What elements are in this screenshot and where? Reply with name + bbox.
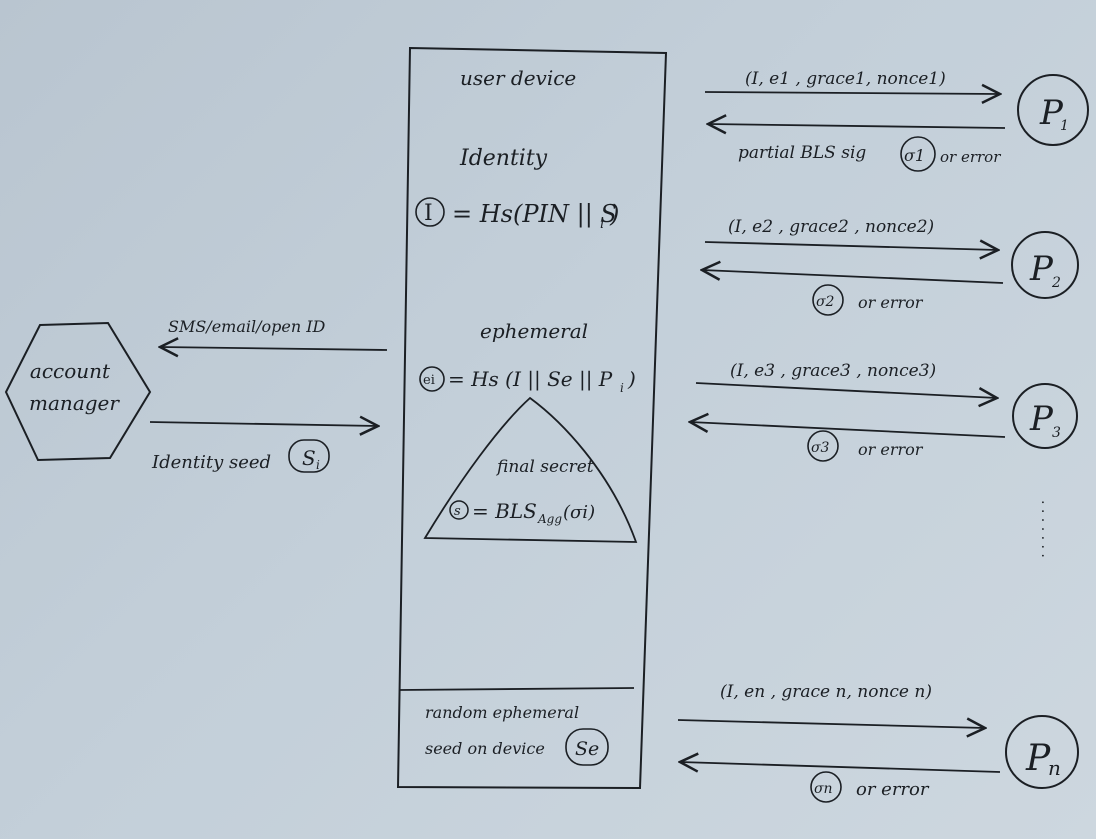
ephemeral-formula-sub: i	[620, 381, 624, 395]
party-pn: (I, en , grace n, nonce n) σn or error P…	[677, 682, 1079, 803]
final-secret-symbol-circle	[449, 500, 469, 520]
svg-text:S: S	[302, 446, 316, 470]
party-symbol-pn: P	[1025, 738, 1051, 779]
request-arrow-pn	[677, 720, 985, 728]
ephemeral-label: ephemeral	[480, 319, 588, 343]
final-secret-formula: = BLS	[472, 499, 537, 523]
response-suffix-p3: or error	[858, 440, 924, 459]
svg-text:σ1: σ1	[904, 146, 925, 165]
account-manager-hexagon	[4, 321, 152, 462]
response-symbol-pn: σn	[810, 771, 842, 803]
svg-text:σ2: σ2	[816, 294, 835, 310]
party-p1: (I, e1 , grace1, nonce1) partial BLS sig…	[704, 69, 1089, 172]
response-arrow-p2	[702, 270, 1004, 284]
party-circle-p1	[1017, 74, 1089, 146]
ephemeral-formula-text: = Hs (I || Se || P	[448, 367, 613, 392]
user-device-title: user device	[460, 66, 576, 90]
svg-text:σn: σn	[814, 781, 833, 797]
response-prefix-p1: partial BLS sig	[738, 143, 866, 163]
ephemeral-symbol: ei	[423, 373, 435, 388]
arrow-device-to-manager	[160, 347, 388, 350]
response-arrow-pn	[680, 762, 1001, 773]
request-label-pn: (I, en , grace n, nonce n)	[720, 682, 932, 702]
response-suffix-p1: or error	[940, 148, 1001, 166]
response-arrow-p3	[690, 422, 1006, 438]
ephemeral-formula-end: )	[627, 367, 636, 391]
identity-symbol: I	[424, 201, 433, 226]
parties-ellipsis: . . . . . . .	[1038, 500, 1054, 558]
ephemeral-symbol-circle	[419, 366, 445, 392]
party-sub-p2: 2	[1051, 275, 1061, 291]
party-p2: (I, e2 , grace2 , nonce2) σ2 or error P …	[702, 217, 1079, 316]
device-divider	[398, 687, 635, 691]
final-secret-formula-sub: Agg	[537, 512, 562, 526]
identity-symbol-circle	[415, 197, 445, 227]
random-seed-line1: random ephemeral	[425, 703, 579, 722]
arrow-manager-to-device	[149, 422, 378, 426]
identity-formula-text: = Hs(PIN || S	[452, 200, 617, 229]
identity-formula: I = Hs(PIN || S i )	[415, 197, 619, 232]
ephemeral-formula: ei = Hs (I || Se || P i )	[419, 366, 636, 395]
account-manager-label-line1: account	[30, 359, 111, 383]
response-symbol-p1: σ1	[900, 136, 936, 172]
request-label-p2: (I, e2 , grace2 , nonce2)	[728, 217, 934, 237]
request-arrow-p1	[704, 92, 1000, 94]
party-sub-p3: 3	[1052, 425, 1061, 441]
party-sub-p1: 1	[1060, 118, 1069, 134]
account-manager-label-line2: manager	[29, 391, 120, 415]
final-secret-formula-end: (σi)	[563, 502, 595, 523]
party-symbol-p3: P	[1029, 399, 1054, 439]
party-symbol-p2: P	[1029, 249, 1054, 289]
response-symbol-p3: σ3	[807, 430, 839, 462]
identity-seed-label: Identity seed	[151, 452, 271, 473]
channel-top-label: SMS/email/open ID	[168, 317, 326, 336]
identity-formula-sub: i	[600, 217, 604, 232]
request-label-p1: (I, e1 , grace1, nonce1)	[745, 69, 946, 89]
final-secret-label: final secret	[495, 457, 594, 477]
request-arrow-p3	[695, 382, 997, 398]
request-arrow-p2	[704, 242, 998, 250]
final-secret-triangle: final secret s = BLS Agg (σi)	[423, 396, 638, 543]
final-secret-symbol: s	[454, 504, 461, 519]
party-sub-pn: n	[1048, 756, 1061, 780]
svg-text:σ3: σ3	[811, 440, 830, 456]
random-seed-symbol: Se	[565, 728, 609, 766]
party-circle-p2	[1011, 231, 1079, 299]
response-suffix-p2: or error	[858, 293, 924, 312]
identity-label: Identity	[459, 146, 548, 171]
party-symbol-p1: P	[1039, 93, 1064, 133]
response-suffix-pn: or error	[856, 779, 930, 800]
party-p3: (I, e3 , grace3 , nonce3) σ3 or error P …	[690, 361, 1078, 462]
user-device-box	[396, 46, 668, 790]
account-manager-node: account manager	[4, 321, 152, 462]
channel-arrows: SMS/email/open ID Identity seed S i	[149, 317, 388, 473]
svg-text:i: i	[316, 458, 320, 472]
response-symbol-p2: σ2	[812, 284, 844, 316]
user-device: user device Identity I = Hs(PIN || S i )…	[396, 46, 668, 790]
identity-seed-symbol: S i	[288, 439, 330, 473]
identity-formula-end: )	[609, 200, 619, 228]
party-circle-pn	[1005, 715, 1079, 789]
random-seed-line2: seed on device	[425, 739, 545, 758]
party-circle-p3	[1012, 383, 1078, 449]
svg-text:Se: Se	[575, 738, 599, 760]
response-arrow-p1	[708, 124, 1006, 128]
request-label-p3: (I, e3 , grace3 , nonce3)	[730, 361, 936, 381]
